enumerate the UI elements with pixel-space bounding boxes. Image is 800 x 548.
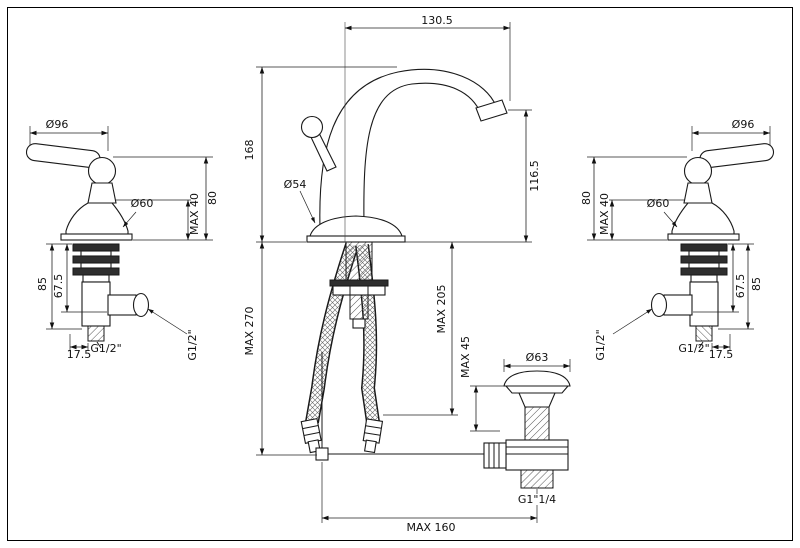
dim-label-base-diameter: Ø54 bbox=[284, 178, 307, 191]
left-dim-label-outlet-height: 67.5 bbox=[52, 274, 65, 299]
drain-neck bbox=[518, 392, 556, 408]
mounting-shank bbox=[345, 241, 373, 281]
dim-label-drain-diameter: Ø63 bbox=[526, 351, 549, 364]
dim-label-max-overall: MAX 270 bbox=[243, 306, 256, 355]
drain-flange bbox=[504, 385, 570, 394]
supply-hose-left bbox=[305, 242, 359, 424]
leader-base-diameter bbox=[299, 190, 316, 224]
dim-label-max-hose: MAX 205 bbox=[435, 284, 448, 333]
left-dim-label-escutcheon-diameter: Ø60 bbox=[131, 197, 154, 210]
left-dim-label-bottom-thread: G1/2" bbox=[90, 342, 121, 355]
drain-tailpiece bbox=[520, 469, 554, 489]
left-dim-label-max-deck: MAX 40 bbox=[188, 193, 201, 235]
left-dim-label-side-thread: G1/2" bbox=[186, 329, 199, 360]
right-dim-label-side-thread: G1/2" bbox=[594, 329, 607, 360]
spout-aerator bbox=[475, 99, 508, 122]
left-dim-label-outlet-offset: 17.5 bbox=[67, 348, 92, 361]
right-dim-label-handle-diameter: Ø96 bbox=[732, 118, 755, 131]
right-dim-label-outlet-offset: 17.5 bbox=[709, 348, 734, 361]
drain-threaded-tube bbox=[524, 406, 550, 441]
drain-rod-adjuster bbox=[483, 442, 507, 469]
right-valve-graphic bbox=[587, 126, 774, 351]
rod-elbow bbox=[315, 447, 329, 461]
left-dim-label-handle-height: 80 bbox=[206, 191, 219, 205]
spout-base-plate bbox=[306, 235, 406, 243]
drain-assembly bbox=[483, 370, 571, 489]
pop-up-rod bbox=[315, 352, 486, 461]
right-dim-label-bottom-thread: G1/2" bbox=[678, 342, 709, 355]
drain-body bbox=[505, 439, 569, 471]
right-dim-label-max-deck: MAX 40 bbox=[598, 193, 611, 235]
dim-label-outlet-height: 116.5 bbox=[528, 160, 541, 192]
center-dimensions bbox=[256, 22, 571, 523]
dim-label-max-bottom-reach: MAX 160 bbox=[406, 521, 455, 534]
right-dim-label-handle-height: 80 bbox=[580, 191, 593, 205]
pop-up-knob bbox=[300, 115, 324, 139]
dim-label-drain-thread: G1"1/4 bbox=[518, 493, 556, 506]
hose-end-nut-right bbox=[362, 418, 384, 454]
spout-base-dome bbox=[309, 215, 403, 237]
center-mixer bbox=[300, 22, 508, 461]
mounting-shank-lower bbox=[349, 294, 369, 320]
mounting-washer bbox=[329, 279, 389, 287]
right-dim-label-body-height: 85 bbox=[750, 277, 763, 291]
drain-dome-cap bbox=[503, 370, 571, 387]
mounting-nut bbox=[332, 285, 386, 296]
dim-label-spout-height: 168 bbox=[243, 140, 256, 161]
left-dim-label-handle-diameter: Ø96 bbox=[46, 118, 69, 131]
drawing-border bbox=[7, 7, 793, 541]
spout-body bbox=[319, 68, 497, 229]
dim-label-max-drain-deck: MAX 45 bbox=[459, 336, 472, 378]
left-valve-graphic bbox=[26, 126, 213, 351]
left-dim-label-body-height: 85 bbox=[36, 277, 49, 291]
right-dim-label-outlet-height: 67.5 bbox=[734, 274, 747, 299]
shank-end-stub bbox=[352, 318, 366, 329]
dim-label-spout-reach: 130.5 bbox=[421, 14, 453, 27]
right-dim-label-escutcheon-diameter: Ø60 bbox=[647, 197, 670, 210]
